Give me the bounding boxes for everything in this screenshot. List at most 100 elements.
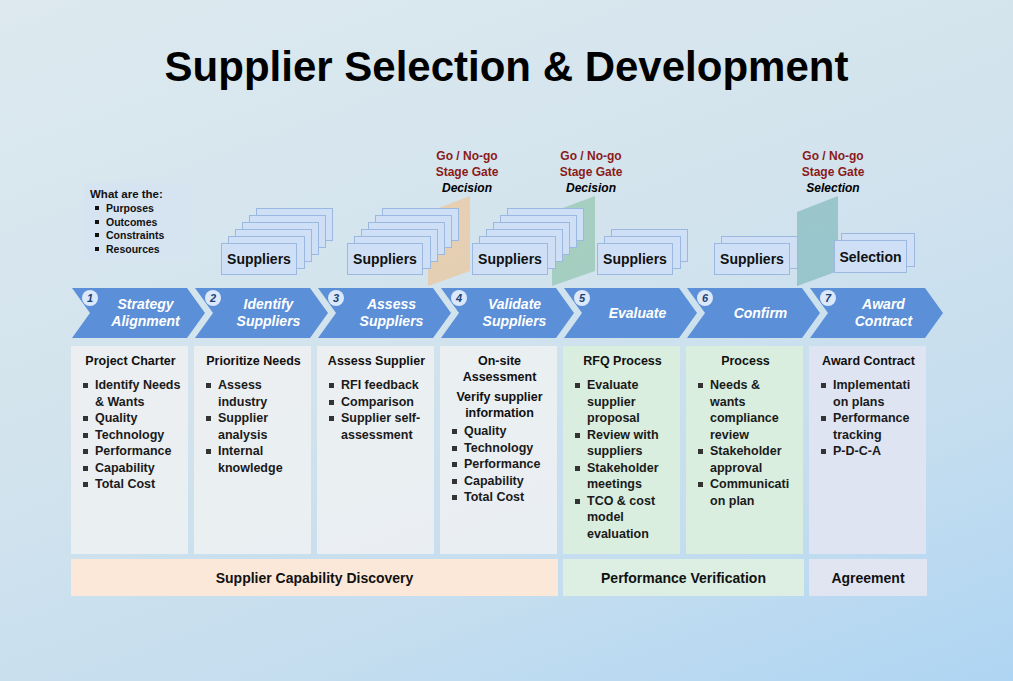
gate-decision: Decision [551,181,631,197]
text-wrap: 6 [702,290,708,307]
content-box: Award ContractImplementati on plansPerfo… [809,346,926,554]
chevron-fill [72,288,205,338]
bullet-item: Outcomes [90,216,186,230]
step-name: Strategy Alignment [100,296,191,330]
supplier-card: Suppliers [472,243,548,275]
phase-band: Performance Verification [563,559,804,596]
step-number: 2 [205,290,221,306]
bullet-item: Review with suppliers [570,427,675,460]
step-number-text: 4 [456,290,462,307]
bullet-item: Total Cost [447,489,552,506]
text-wrap: Suppliers [227,251,291,267]
bullet-item: Constraints [90,229,186,243]
card-text: Suppliers [603,251,667,267]
text-wrap: Suppliers [478,251,542,267]
bullet-item: Internal knowledge [201,443,306,476]
supplier-card: Suppliers [597,243,673,275]
bullet-item: Quality [447,423,552,440]
text-wrap: Confirm [734,305,788,322]
process-chevron: Strategy Alignment1 [72,288,205,338]
box-heading: Project Charter [78,353,183,369]
step-name: Validate Suppliers [469,296,560,330]
bullet-item: TCO & cost model evaluation [570,493,675,543]
card-text: Suppliers [720,251,784,267]
gate-label: Go / No-go Stage Gate [551,149,631,180]
box-heading: Process [693,353,798,369]
text-wrap: 3 [333,290,339,307]
chevron-fill [441,288,574,338]
text-wrap: Evaluate [609,305,667,322]
text-wrap: 2 [210,290,216,307]
chevron-fill [318,288,451,338]
box-heading: Assess Supplier [324,353,429,369]
bullet-item: Total Cost [78,476,183,493]
text-wrap: 5 [579,290,585,307]
gate-label: Go / No-go Stage Gate [793,149,873,180]
gate-label: Go / No-go Stage Gate [427,149,507,180]
text-wrap: Validate Suppliers [469,296,560,330]
box-subheading: Verify supplier information [447,389,552,421]
bullet-item: Stakeholder approval [693,443,798,476]
text-wrap: Assess Suppliers [346,296,437,330]
box-heading: On-site Assessment [447,353,552,385]
content-box: Assess SupplierRFI feedbackComparisonSup… [317,346,434,554]
step-number: 1 [82,290,98,306]
bullet-item: Communicati on plan [693,476,798,509]
step-number: 3 [328,290,344,306]
text-wrap: Suppliers [353,251,417,267]
bullet-item: Evaluate supplier proposal [570,377,675,427]
bullet-item: Technology [447,440,552,457]
bullet-item: Purposes [90,202,186,216]
text-wrap: Award Contract [838,296,929,330]
step-name: Identify Suppliers [223,296,314,330]
bullet-item: Performance [447,456,552,473]
supplier-card: Selection [834,240,907,273]
bullet-item: Capability [78,460,183,477]
content-box: Project CharterIdentify Needs & WantsQua… [71,346,188,554]
callout-box: What are the:PurposesOutcomesConstraints… [84,183,192,261]
text-wrap: Selection [839,249,901,265]
step-name: Evaluate [609,305,667,322]
bullet-item: Quality [78,410,183,427]
step-number-text: 7 [825,290,831,307]
text-wrap: Performance Verification [601,570,766,586]
step-number-text: 3 [333,290,339,307]
card-text: Suppliers [478,251,542,267]
gate-decision: Selection [793,181,873,197]
bullet-item: Performance tracking [816,410,921,443]
step-number: 7 [820,290,836,306]
diagram-title: Supplier Selection & Development [0,42,1013,92]
box-heading: RFQ Process [570,353,675,369]
content-box: On-site AssessmentVerify supplier inform… [440,346,557,554]
text-wrap: Suppliers [603,251,667,267]
step-number: 4 [451,290,467,306]
bullet-item: Supplier self-assessment [324,410,429,443]
process-chevron: Identify Suppliers 2 [195,288,328,338]
text-wrap: Supplier Capability Discovery [216,570,414,586]
process-chevron: Evaluate 5 [564,288,697,338]
text-wrap: Suppliers [720,251,784,267]
text-wrap: Identify Suppliers [223,296,314,330]
phase-name: Performance Verification [601,570,766,586]
bullet-item: Stakeholder meetings [570,460,675,493]
bullet-item: Needs & wants compliance review [693,377,798,443]
bullet-item: P-D-C-A [816,443,921,460]
text-wrap: 7 [825,290,831,307]
bullet-item: Implementati on plans [816,377,921,410]
step-number-text: 2 [210,290,216,307]
text-wrap: Agreement [831,570,904,586]
content-box: RFQ ProcessEvaluate supplier proposalRev… [563,346,680,554]
card-text: Selection [839,249,901,265]
phase-name: Supplier Capability Discovery [216,570,414,586]
phase-band: Agreement [809,559,927,596]
step-name: Award Contract [838,296,929,330]
gate-decision: Decision [427,181,507,197]
step-number: 5 [574,290,590,306]
bullet-item: Performance [78,443,183,460]
card-stack [229,209,915,269]
text-wrap: Strategy Alignment [100,296,191,330]
supplier-card: Suppliers [221,243,297,275]
box-heading: Award Contract [816,353,921,369]
bullet-item: Assess industry [201,377,306,410]
chevron-fill [810,288,943,338]
